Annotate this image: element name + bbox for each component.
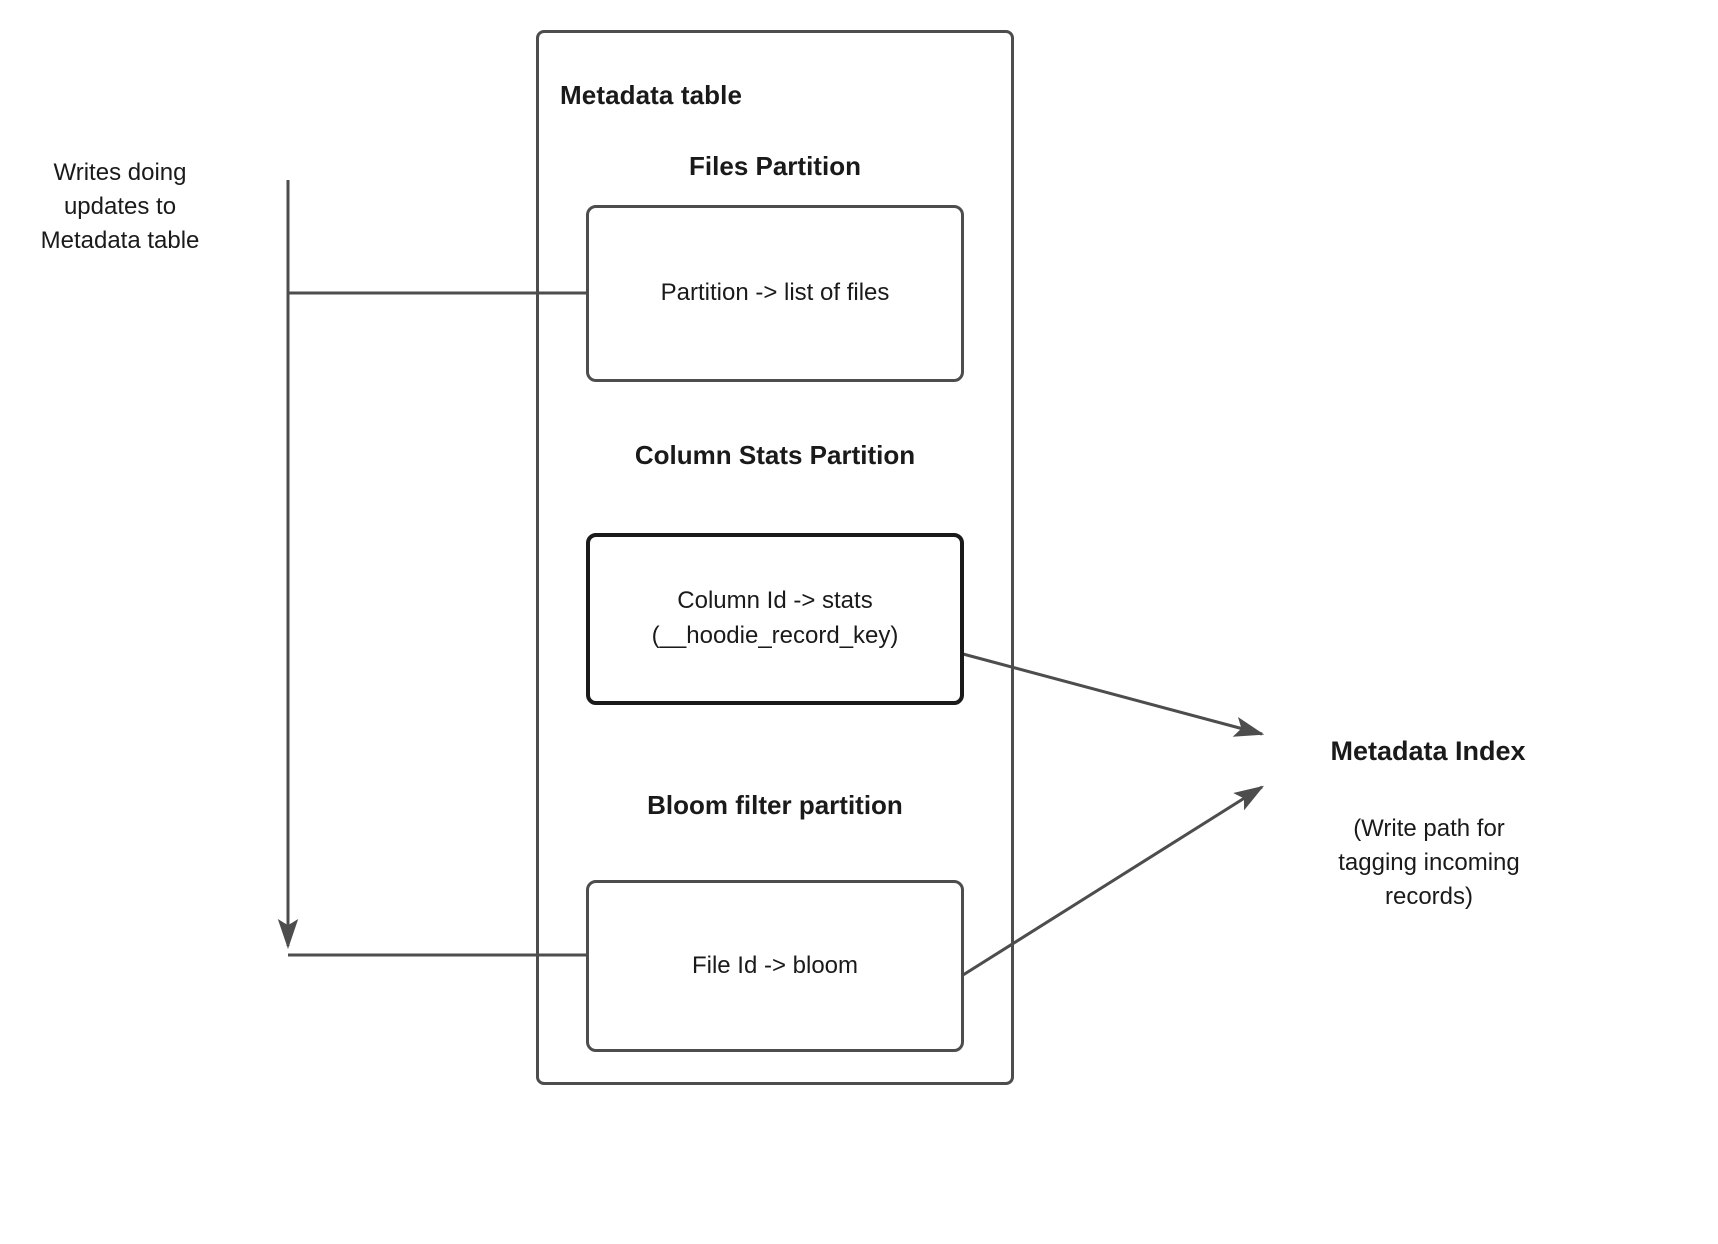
metadata-table-container: [536, 30, 1014, 1085]
files-partition-box: Partition -> list of files: [586, 205, 964, 382]
column-stats-partition-box-text: Column Id -> stats (__hoodie_record_key): [651, 587, 899, 649]
bloom-filter-partition-box: File Id -> bloom: [586, 880, 964, 1052]
writes-annotation-label: Writes doing updates to Metadata table: [40, 159, 200, 255]
metadata-table-title: Metadata table: [560, 80, 743, 110]
bloom-filter-partition-heading: Bloom filter partition: [647, 790, 903, 820]
metadata-index-caption: (Write path for tagging incoming records…: [1338, 815, 1520, 911]
column-stats-partition-heading: Column Stats Partition: [634, 440, 916, 470]
bloom-filter-partition-box-text: File Id -> bloom: [691, 951, 859, 979]
metadata-index-title: Metadata Index: [1330, 736, 1526, 766]
column-stats-partition-box: Column Id -> stats (__hoodie_record_key): [586, 533, 964, 705]
files-partition-heading: Files Partition: [689, 151, 861, 181]
files-partition-box-text: Partition -> list of files: [660, 279, 890, 307]
